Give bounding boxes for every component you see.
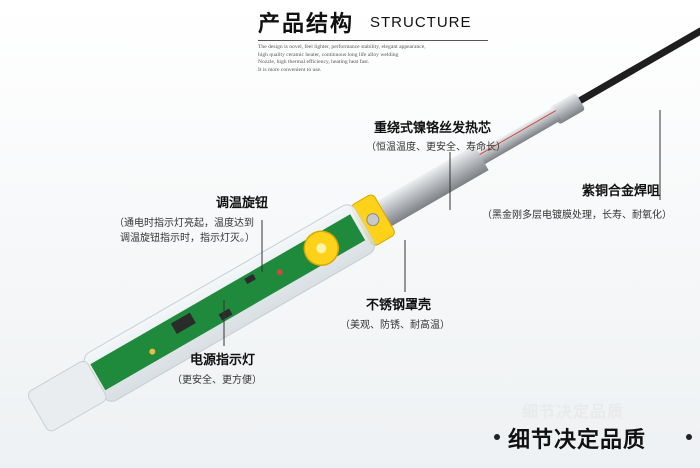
- product-description: The design is novel, feel lighter, perfo…: [258, 44, 488, 74]
- steel-cover-sub: （美观、防锈、耐高温）: [340, 320, 450, 331]
- power-led-label: 电源指示灯: [190, 353, 256, 368]
- heater-core-sub: （恒温温度、更安全、寿命长）: [366, 142, 506, 153]
- tip-shape: [574, 14, 700, 106]
- heater-tube-shape: [475, 107, 562, 166]
- description-line: The design is novel, feel lighter, perfo…: [258, 44, 426, 50]
- page-title-english: STRUCTURE: [370, 14, 472, 31]
- knob-label: 调温旋钮: [216, 196, 269, 211]
- steel-cover-shape: [375, 145, 489, 228]
- power-led-sub: （更安全、更方便）: [172, 375, 262, 386]
- footer-title: 细节决定品质: [508, 428, 647, 453]
- tail-shape: [27, 360, 107, 432]
- chip-small-shape: [218, 308, 233, 321]
- steel-cover-label: 不锈钢罩壳: [366, 298, 432, 313]
- page-title: 产品结构: [258, 12, 355, 37]
- copper-tip-label: 紫铜合金焊咀: [582, 184, 661, 199]
- description-line: high quality ceramic heater, continuous …: [258, 51, 399, 58]
- led-shape: [149, 348, 156, 355]
- iron-body: [27, 14, 700, 432]
- watermark-text: 细节决定品质: [522, 402, 625, 421]
- heater-core-label: 重绕式镍铬丝发热芯: [374, 121, 492, 136]
- screw-shape: [366, 213, 380, 227]
- footer-dot-left: [494, 434, 500, 440]
- chip-shape: [170, 312, 196, 334]
- pcb-shape: [90, 214, 366, 391]
- knob-sub-line1: （通电时指示灯亮起，温度达到: [114, 218, 254, 229]
- copper-tip-sub: （黑金刚多层电镀膜处理，长寿、耐氧化）: [482, 210, 672, 221]
- footer-dot-right: [686, 434, 692, 440]
- description-line: It is more convenient to use.: [258, 66, 322, 73]
- knob-center-shape: [316, 243, 327, 254]
- title-divider: [258, 40, 488, 41]
- knob-sub-line2: 调温旋钮指示时，指示灯灭。）: [120, 233, 255, 244]
- description-line: Nozzle, high thermal efficiency, heating…: [258, 59, 370, 65]
- heater-wire-shape: [477, 110, 557, 156]
- component-shape: [276, 269, 283, 276]
- chip-small-shape: [244, 273, 256, 285]
